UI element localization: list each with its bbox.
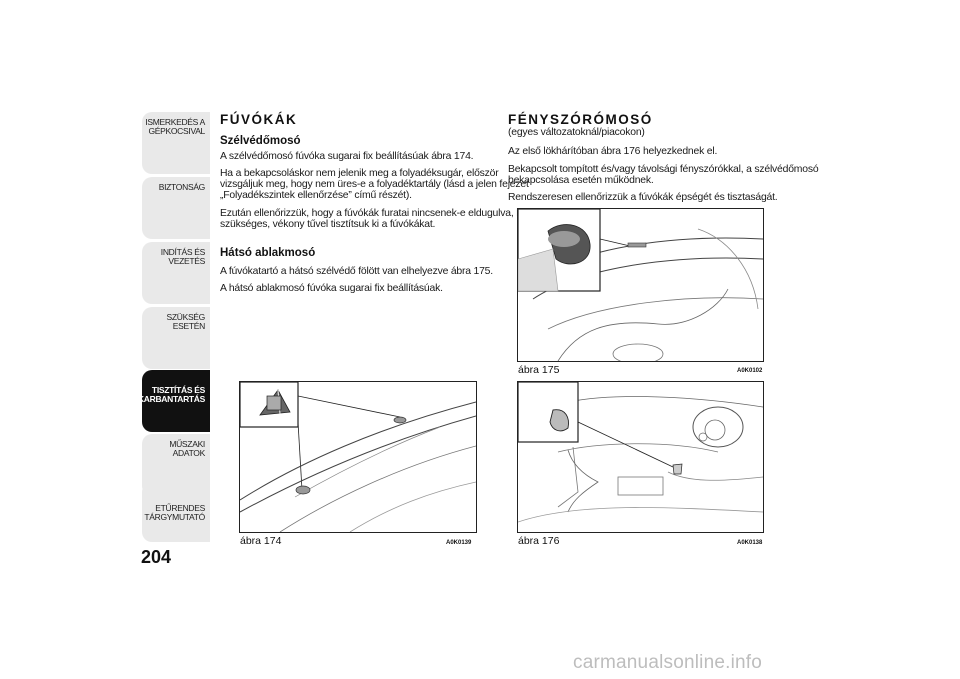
paragraph: Bekapcsolt tompított és/vagy távolsági f… — [508, 164, 819, 175]
figure-code: A0K0102 — [737, 368, 763, 374]
figure-caption: ábra 174 — [240, 535, 282, 547]
figure-code: A0K0139 — [446, 540, 472, 546]
tab-biztonsag[interactable]: BIZTONSÁG — [142, 177, 210, 239]
tab-inditas[interactable]: INDÍTÁS ÉS VEZETÉS — [142, 242, 210, 304]
figure-175-rear-view — [517, 208, 764, 362]
tab-label: INDÍTÁS ÉS VEZETÉS — [160, 247, 206, 266]
paragraph: A hátsó ablakmosó fúvóka sugarai fix beá… — [220, 283, 443, 294]
watermark: carmanualsonline.info — [573, 652, 763, 673]
tab-label: TISZTÍTÁS ÉS KARBANTARTÁS — [137, 385, 206, 404]
tab-label: ETŰRENDES TÁRGYMUTATÓ — [144, 503, 205, 522]
paragraph: A fúvókatartó a hátsó szélvédő fölött va… — [220, 266, 493, 277]
tab-tisztitas[interactable]: TISZTÍTÁS ÉS KARBANTARTÁS — [138, 370, 210, 432]
tab-targymutato[interactable]: ETŰRENDES TÁRGYMUTATÓ — [142, 482, 210, 542]
subheading-szelvedomoso: Szélvédőmosó — [220, 135, 301, 147]
figure-174-drawing — [240, 382, 476, 532]
tab-szukseg[interactable]: SZÜKSÉG ESETÉN — [142, 307, 210, 369]
paragraph: szükséges, vékony tűvel tisztítsuk ki a … — [220, 219, 436, 230]
paragraph: Az első lökhárítóban ábra 176 helyezkedn… — [508, 146, 718, 157]
figure-176-front-view — [517, 381, 764, 533]
figure-code: A0K0138 — [737, 540, 763, 546]
figure-176-drawing — [518, 382, 763, 523]
section-title-fenyszoromoso: FÉNYSZÓRÓMOSÓ — [508, 112, 653, 127]
figure-174-rear-washer — [239, 381, 477, 533]
figure-caption: ábra 176 — [518, 535, 560, 547]
paragraph: Rendszeresen ellenőrizzük a fúvókák épsé… — [508, 192, 778, 203]
tab-label: SZÜKSÉG ESETÉN — [166, 312, 205, 331]
paragraph: bekapcsolása esetén működnek. — [508, 175, 654, 186]
paragraph: Ha a bekapcsoláskor nem jelenik meg a fo… — [220, 168, 499, 179]
figure-caption: ábra 175 — [518, 364, 560, 376]
subheading-hatso-ablakmoso: Hátsó ablakmosó — [220, 247, 316, 259]
paragraph: vizsgáljuk meg, hogy nem üres-e a folyad… — [220, 179, 529, 190]
tab-ismerkedes[interactable]: ISMERKEDÉS A GÉPKOCSIVAL — [142, 112, 210, 174]
subtitle: (egyes változatoknál/piacokon) — [508, 127, 645, 138]
paragraph: Ezután ellenőrizzük, hogy a fúvókák fura… — [220, 208, 528, 219]
paragraph: „Folyadékszintek ellenőrzése” című részé… — [220, 190, 412, 201]
tab-label: ISMERKEDÉS A GÉPKOCSIVAL — [145, 117, 205, 136]
section-title-fuvokak: FÚVÓKÁK — [220, 112, 298, 127]
figure-175-drawing — [518, 209, 763, 361]
tab-label: MŰSZAKI ADATOK — [169, 439, 205, 458]
page-number: 204 — [141, 547, 172, 567]
tab-label: BIZTONSÁG — [158, 182, 206, 192]
paragraph: A szélvédőmosó fúvóka sugarai fix beállí… — [220, 151, 474, 162]
